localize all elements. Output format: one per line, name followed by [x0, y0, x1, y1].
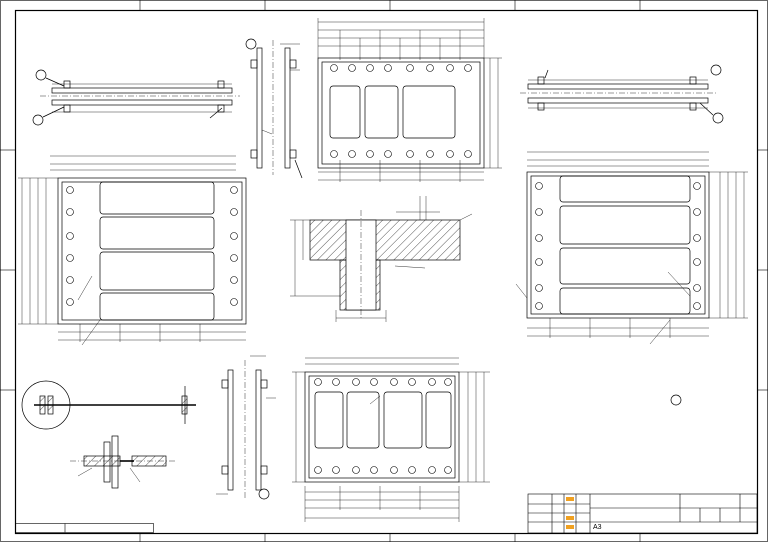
bottom-left-detail-view	[21, 380, 196, 489]
dimension-lines-bottom-center	[292, 357, 490, 522]
bolt-holes-middle-right	[535, 182, 701, 310]
title-block-accent-3	[566, 525, 574, 529]
top-right-side-view	[520, 64, 724, 124]
bottom-left-strip	[15, 523, 154, 533]
sheet-size-label: A3	[593, 524, 602, 531]
detail-callout-circle	[670, 394, 682, 406]
dimension-lines-middle-right	[515, 151, 748, 345]
dimension-lines-top-center	[317, 18, 502, 182]
bolt-holes-bottom-center	[314, 378, 452, 474]
top-left-plan-view	[245, 38, 303, 179]
bolt-holes-middle-left	[66, 186, 238, 306]
dimension-lines-middle-left	[18, 155, 246, 346]
top-left-side-view	[32, 69, 240, 126]
bolt-assembly-detail	[70, 435, 175, 489]
middle-center-section-view	[290, 196, 473, 322]
bottom-center-side-view	[216, 355, 276, 500]
middle-left-plate-view	[18, 155, 247, 346]
bottom-center-plate-view	[292, 357, 490, 522]
bolt-holes-top	[330, 64, 472, 158]
middle-right-plate-view	[515, 151, 748, 345]
title-block-accent-2	[566, 516, 574, 520]
title-block-accent-1	[566, 497, 574, 501]
top-center-plan-view	[317, 18, 502, 182]
title-block	[527, 493, 758, 534]
